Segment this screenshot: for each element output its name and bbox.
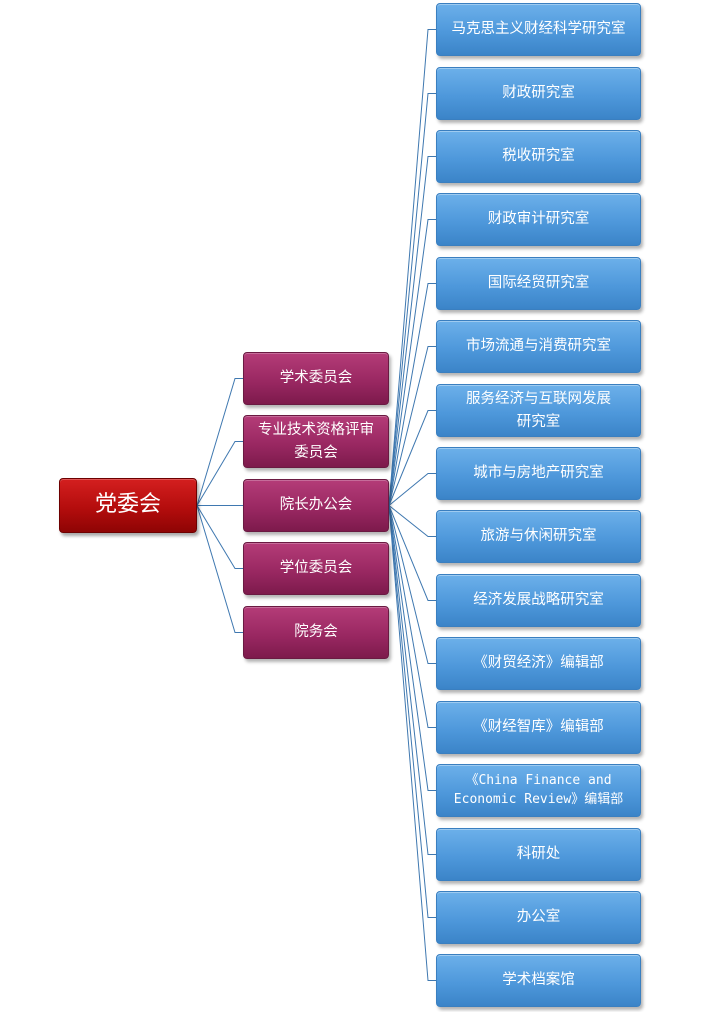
connector-mid-to-leaf-15	[388, 505, 436, 981]
root-node-party-committee: 党委会	[59, 478, 197, 533]
connector-mid-to-leaf-1	[388, 93, 436, 506]
leaf-node-tourism-leisure-research: 旅游与休闲研究室	[436, 510, 641, 563]
leaf-node-public-finance-research: 财政研究室	[436, 67, 641, 120]
leaf-node-international-trade-research: 国际经贸研究室	[436, 257, 641, 310]
leaf-node-cfer-editorial: 《China Finance and Economic Review》编辑部	[436, 764, 641, 817]
connector-mid-to-leaf-9	[388, 505, 436, 601]
connector-root-to-mid-4	[196, 505, 243, 633]
mid-node-institute-affairs-meeting: 院务会	[243, 606, 389, 659]
mid-node-president-office-meeting: 院长办公会	[243, 479, 389, 532]
mid-node-degree-committee: 学位委员会	[243, 542, 389, 595]
connector-mid-to-leaf-3	[388, 219, 436, 506]
connector-mid-to-leaf-8	[388, 505, 436, 537]
connector-mid-to-leaf-0	[388, 29, 436, 506]
connector-mid-to-leaf-7	[388, 473, 436, 506]
connector-mid-to-leaf-13	[388, 505, 436, 855]
leaf-node-service-internet-research: 服务经济与互联网发展 研究室	[436, 384, 641, 437]
connector-mid-to-leaf-5	[388, 346, 436, 506]
leaf-node-finance-think-tank-editorial: 《财经智库》编辑部	[436, 701, 641, 754]
connector-mid-to-leaf-6	[388, 410, 436, 506]
connector-mid-to-leaf-12	[388, 505, 436, 791]
leaf-node-marxist-finance-research: 马克思主义财经科学研究室	[436, 3, 641, 56]
leaf-node-development-strategy-research: 经济发展战略研究室	[436, 574, 641, 627]
leaf-node-urban-real-estate-research: 城市与房地产研究室	[436, 447, 641, 500]
leaf-node-research-office: 科研处	[436, 828, 641, 881]
connector-root-to-mid-1	[196, 441, 243, 506]
leaf-node-taxation-research: 税收研究室	[436, 130, 641, 183]
connector-mid-to-leaf-14	[388, 505, 436, 918]
leaf-node-trade-economics-editorial: 《财贸经济》编辑部	[436, 637, 641, 690]
connector-mid-to-leaf-2	[388, 156, 436, 506]
connector-root-to-mid-0	[196, 378, 243, 506]
connector-mid-to-leaf-11	[388, 505, 436, 728]
mid-node-title-review-committee: 专业技术资格评审 委员会	[243, 415, 389, 468]
leaf-node-academic-archives: 学术档案馆	[436, 954, 641, 1007]
mid-node-academic-committee: 学术委员会	[243, 352, 389, 405]
leaf-node-fiscal-audit-research: 财政审计研究室	[436, 193, 641, 246]
connector-mid-to-leaf-4	[388, 283, 436, 506]
leaf-node-general-office: 办公室	[436, 891, 641, 944]
connector-root-to-mid-3	[196, 505, 243, 569]
connector-mid-to-leaf-10	[388, 505, 436, 664]
leaf-node-market-consumption-research: 市场流通与消费研究室	[436, 320, 641, 373]
